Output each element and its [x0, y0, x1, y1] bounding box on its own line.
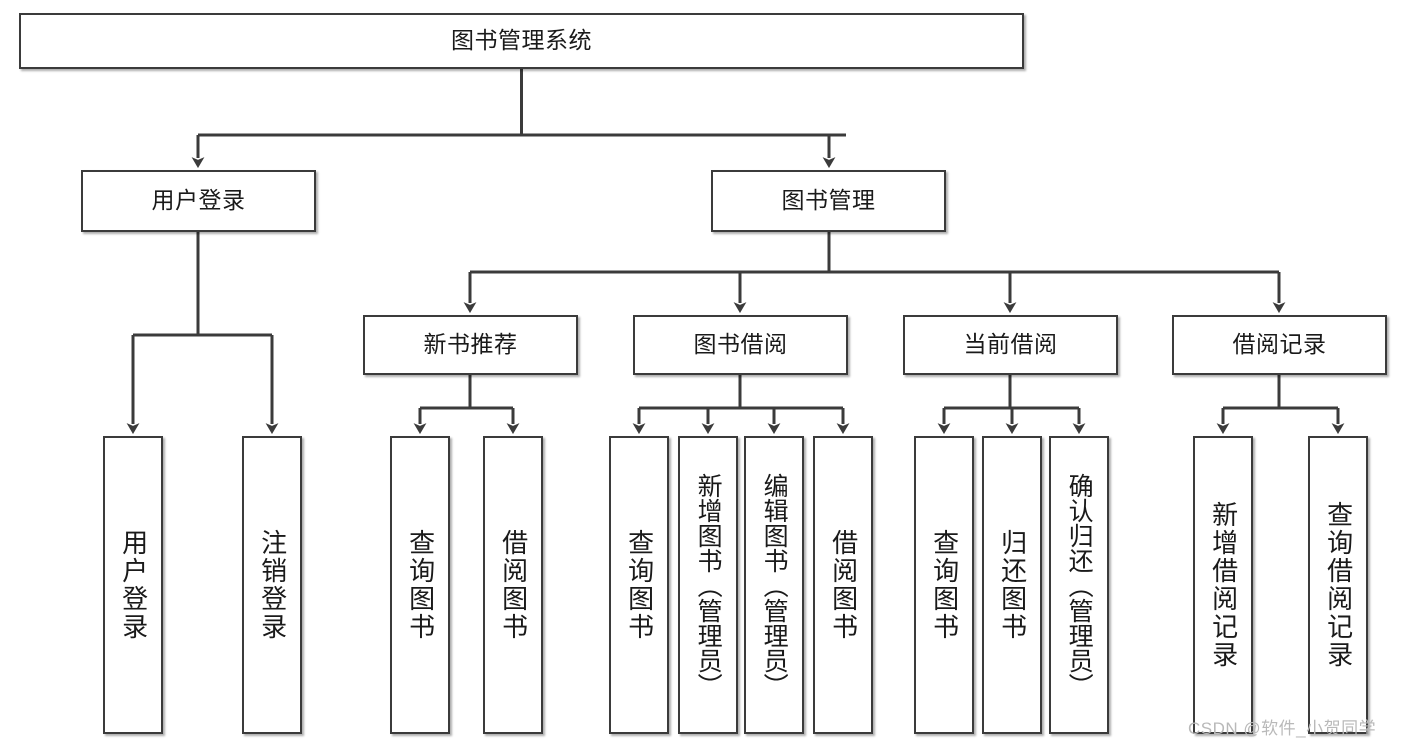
node-leaf-query-record[interactable]: 查询借阅记录	[1308, 436, 1368, 734]
node-leaf-query-record-label: 查询借阅记录	[1323, 501, 1354, 669]
node-leaf-user-logout-label: 注销登录	[257, 529, 288, 641]
node-leaf-add-book-label: 新增图书（管理员）	[694, 472, 723, 698]
node-leaf-query-book-1-label: 查询图书	[405, 529, 436, 641]
node-user-login[interactable]: 用户登录	[81, 170, 316, 232]
node-borrow-record[interactable]: 借阅记录	[1172, 315, 1387, 375]
node-new-book-rec[interactable]: 新书推荐	[363, 315, 578, 375]
node-leaf-borrow-book-2-label: 借阅图书	[828, 529, 859, 641]
watermark: CSDN @软件_小贺同学	[1188, 719, 1377, 738]
node-leaf-user-login[interactable]: 用户登录	[103, 436, 163, 734]
node-leaf-query-book-2[interactable]: 查询图书	[609, 436, 669, 734]
node-borrow-record-label: 借阅记录	[1232, 331, 1327, 358]
node-leaf-add-record[interactable]: 新增借阅记录	[1193, 436, 1253, 734]
node-leaf-borrow-book-2[interactable]: 借阅图书	[813, 436, 873, 734]
node-leaf-query-book-2-label: 查询图书	[624, 529, 655, 641]
node-new-book-rec-label: 新书推荐	[423, 331, 518, 358]
node-leaf-query-book-1[interactable]: 查询图书	[390, 436, 450, 734]
node-leaf-user-logout[interactable]: 注销登录	[242, 436, 302, 734]
node-root-label: 图书管理系统	[451, 27, 592, 54]
node-root[interactable]: 图书管理系统	[19, 13, 1024, 69]
node-leaf-borrow-book-1[interactable]: 借阅图书	[483, 436, 543, 734]
node-leaf-confirm-return[interactable]: 确认归还（管理员）	[1049, 436, 1109, 734]
node-book-borrow-label: 图书借阅	[693, 331, 788, 358]
node-leaf-confirm-return-label: 确认归还（管理员）	[1065, 472, 1094, 698]
node-leaf-return-book-label: 归还图书	[997, 529, 1028, 641]
node-leaf-query-book-3[interactable]: 查询图书	[914, 436, 974, 734]
node-book-borrow[interactable]: 图书借阅	[633, 315, 848, 375]
node-leaf-query-book-3-label: 查询图书	[929, 529, 960, 641]
node-book-manage-label: 图书管理	[781, 187, 876, 214]
node-leaf-add-book[interactable]: 新增图书（管理员）	[678, 436, 738, 734]
node-leaf-edit-book[interactable]: 编辑图书（管理员）	[744, 436, 804, 734]
node-leaf-return-book[interactable]: 归还图书	[982, 436, 1042, 734]
node-current-borrow-label: 当前借阅	[963, 331, 1058, 358]
node-leaf-add-record-label: 新增借阅记录	[1208, 501, 1239, 669]
node-book-manage[interactable]: 图书管理	[711, 170, 946, 232]
node-leaf-borrow-book-1-label: 借阅图书	[498, 529, 529, 641]
node-current-borrow[interactable]: 当前借阅	[903, 315, 1118, 375]
node-leaf-user-login-label: 用户登录	[118, 529, 149, 641]
node-user-login-label: 用户登录	[151, 187, 246, 214]
node-leaf-edit-book-label: 编辑图书（管理员）	[760, 472, 789, 698]
